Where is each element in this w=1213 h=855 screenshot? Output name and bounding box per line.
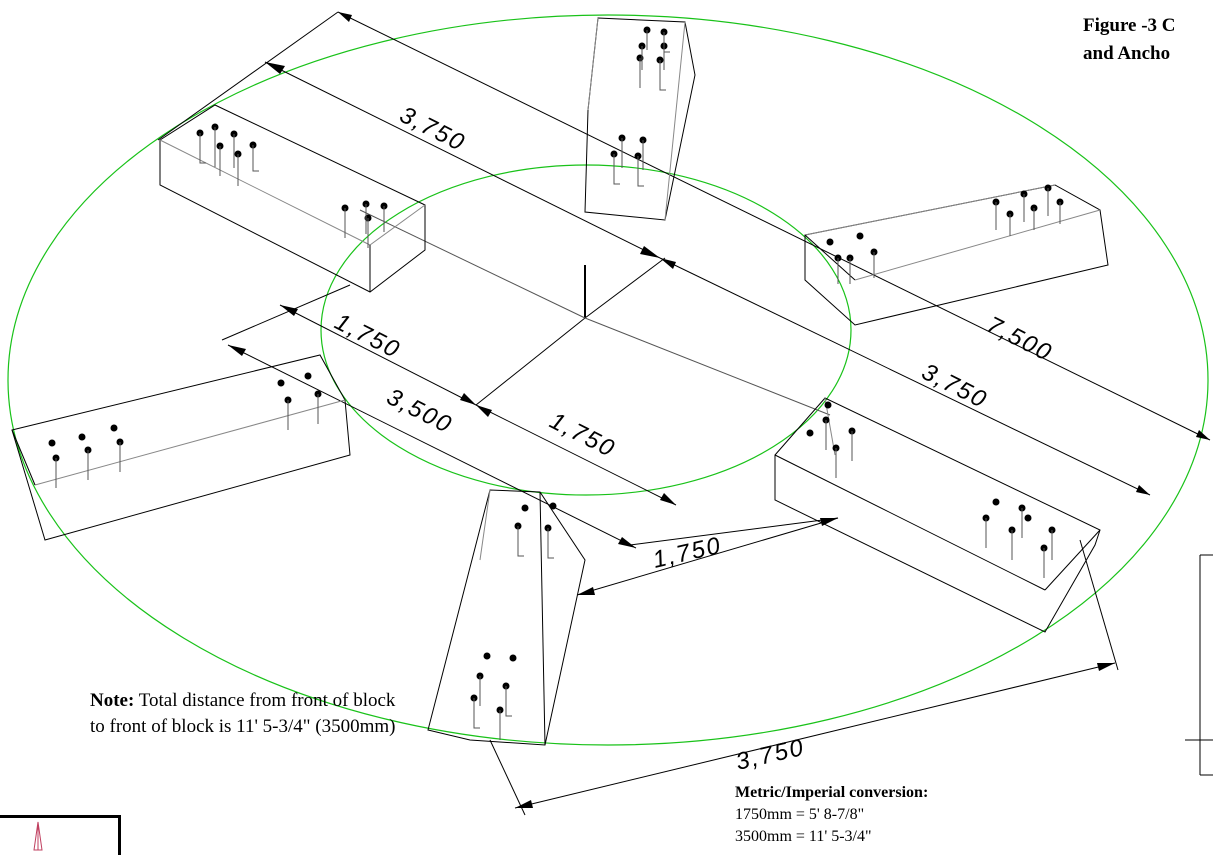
logo-icon — [33, 821, 43, 851]
dim-label-bottom-gap: 1,750 — [650, 532, 724, 574]
note-label: Note: — [90, 690, 135, 711]
arrowheads — [228, 12, 1210, 808]
anchor-bolts — [48, 26, 1064, 714]
figure-title: Figure -3 C and Ancho — [1083, 12, 1176, 68]
block-top — [584, 17, 696, 221]
dimension-lines — [157, 11, 1211, 816]
dim-label-bottom: 3,750 — [733, 734, 807, 776]
conversion-line-2: 3500mm = 11' 5-3/4" — [735, 828, 872, 845]
dim-label-top-left: 3,750 — [395, 101, 470, 157]
block-left — [11, 354, 351, 541]
conversion-header: Metric/Imperial conversion: — [735, 784, 929, 801]
dim-label-right-outer: 7,500 — [982, 311, 1057, 367]
anchor-bolt-shafts — [55, 30, 1061, 740]
center-axes — [359, 209, 831, 416]
dim-label-right-inner: 3,750 — [917, 358, 992, 414]
block-bottom-right — [774, 397, 1101, 633]
inset-detail-fragment — [1185, 554, 1213, 776]
outer-circle — [7, 14, 1209, 746]
block-top-left — [159, 104, 426, 293]
dim-label-left-outer: 3,500 — [382, 383, 457, 439]
block-bottom — [427, 489, 586, 746]
conversion-line-1: 1750mm = 5' 8-7/8" — [735, 806, 865, 823]
distance-note: Note: Total distance from front of block… — [90, 688, 410, 740]
company-logo — [0, 815, 121, 855]
dim-label-left-inner: 1,750 — [330, 308, 405, 364]
conversion-box: Metric/Imperial conversion: 1750mm = 5' … — [735, 782, 928, 848]
dim-label-center: 1,750 — [545, 407, 620, 463]
figure-title-line2: and Ancho — [1083, 43, 1171, 64]
figure-title-line1: Figure -3 C — [1083, 15, 1176, 36]
note-text: Total distance from front of block to fr… — [90, 690, 396, 737]
block-right — [804, 184, 1109, 326]
